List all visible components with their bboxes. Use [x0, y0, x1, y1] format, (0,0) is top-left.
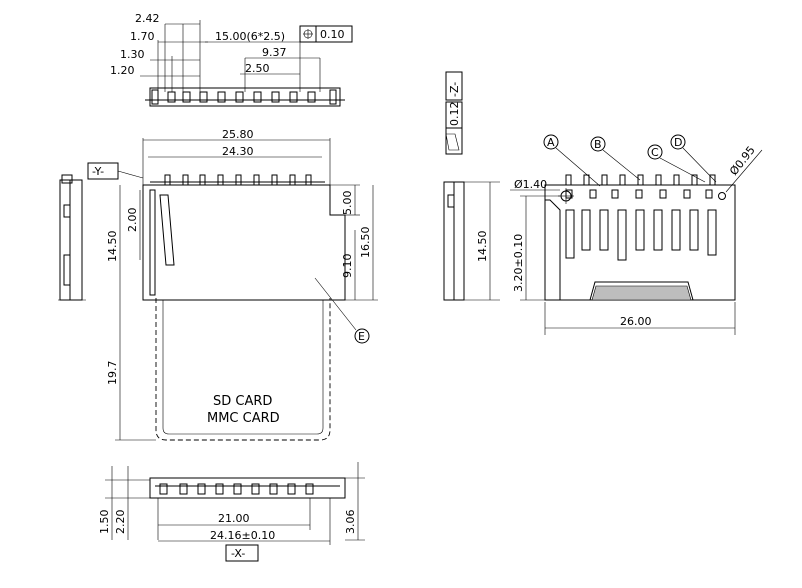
plan-pins — [164, 174, 312, 186]
dim-15-00: 15.00(6*2.5) — [215, 30, 285, 43]
width-inner: 24.30 — [222, 145, 254, 158]
top-view: 2.42 1.70 15.00(6*2.5) 0.10 1.30 9.37 1.… — [110, 12, 353, 107]
front-w-inner: 21.00 — [218, 512, 250, 525]
dim-9-37: 9.37 — [262, 46, 287, 59]
tolerance-value: 0.10 — [320, 28, 345, 41]
left-side-view — [58, 174, 86, 301]
top-pins — [167, 91, 316, 103]
card-label-mmc: MMC CARD — [207, 411, 280, 426]
callout-e: E — [358, 330, 365, 343]
pcb-width: 26.00 — [620, 315, 652, 328]
front-h1: 1.50 — [98, 510, 111, 535]
callout-a: A — [547, 136, 555, 149]
side-view: -Z- 0.12 14.50 — [443, 71, 500, 301]
pcb-top-pins — [565, 174, 716, 186]
datum-z: -Z- — [448, 82, 461, 97]
front-w-outer: 24.16±0.10 — [210, 529, 275, 542]
dim-1-30: 1.30 — [120, 48, 145, 61]
plan-view: 25.80 24.30 -Y- 14.50 2.00 — [87, 128, 378, 441]
front-h-right: 3.06 — [344, 510, 357, 535]
callout-b: B — [594, 138, 602, 151]
card-ext-dim: 19.7 — [106, 361, 119, 386]
hole-large-label: Ø1.40 — [514, 178, 547, 191]
front-h2: 2.20 — [114, 510, 127, 535]
dim-2-00: 2.00 — [126, 208, 139, 233]
datum-y: -Y- — [92, 165, 104, 178]
dim-1-70: 1.70 — [130, 30, 155, 43]
card-label-sd: SD CARD — [213, 394, 272, 409]
side-height: 14.50 — [476, 231, 489, 263]
pos-dim: 3.20±0.10 — [512, 234, 525, 292]
callout-d: D — [674, 136, 682, 149]
height-left: 14.50 — [106, 231, 119, 263]
front-view: 1.50 2.20 21.00 24.16±0.10 -X- 3.06 — [98, 462, 365, 562]
dim-2-50: 2.50 — [245, 62, 270, 75]
callout-c: C — [651, 146, 659, 159]
dim-9-10: 9.10 — [341, 254, 354, 279]
hole-small-icon — [718, 192, 726, 200]
dim-5-00: 5.00 — [341, 191, 354, 216]
pcb-view: Ø1.40 Ø0.95 A B C D 3.20±0.10 26.00 — [510, 134, 763, 335]
front-pins — [159, 483, 314, 495]
pcb-pads — [565, 189, 717, 261]
dim-2-42: 2.42 — [135, 12, 160, 25]
flatness-value: 0.12 — [448, 102, 461, 127]
position-tolerance-frame: 0.10 — [299, 25, 353, 43]
datum-x: -X- — [231, 547, 245, 560]
height-right: 16.50 — [359, 227, 372, 259]
width-outer: 25.80 — [222, 128, 254, 141]
dim-1-20: 1.20 — [110, 64, 135, 77]
